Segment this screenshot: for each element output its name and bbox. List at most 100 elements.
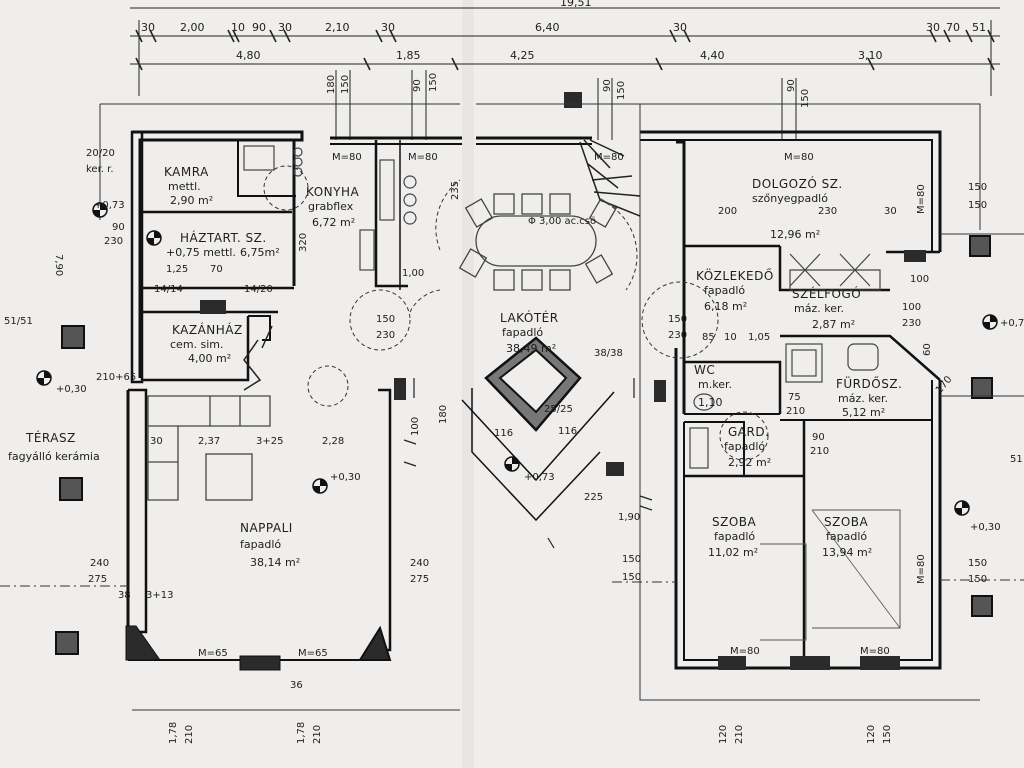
kozlekedo-name: KÖZLEKEDŐ <box>696 267 774 283</box>
kozlekedo-floor: fapadló <box>704 284 745 297</box>
walls <box>125 130 942 671</box>
dim-230-center: 230 <box>376 330 395 341</box>
dim-20-20: 20/20 <box>86 148 115 159</box>
dim-190: 1,90 <box>618 512 640 523</box>
nappali-name: NAPPALI <box>240 521 293 535</box>
terrace-outline <box>0 103 1024 711</box>
haztart-area: 6,75m² <box>240 246 280 259</box>
konyha-floor: grabflex <box>308 200 354 213</box>
dim-100-right: 100 <box>902 302 921 313</box>
bedroom-beds <box>760 509 901 641</box>
dim-36: 36 <box>290 680 303 691</box>
room-labels: KAMRA mettl. 2,90 m² KONYHA grabflex 6,7… <box>8 165 902 569</box>
szelfogo-name: SZÉLFOGÓ <box>792 286 861 301</box>
dim-230-right2: 230 <box>902 318 921 329</box>
szoba2-floor: fapadló <box>826 530 867 543</box>
dim-top-row2-2: 1,85 <box>396 49 421 62</box>
kamra-area: 2,90 m² <box>170 194 213 207</box>
dim-180a: 180 <box>326 75 337 94</box>
dim-30: 30 <box>150 436 163 447</box>
dim-120a: 120 <box>718 725 729 744</box>
level-6: +0,75 <box>1000 318 1024 329</box>
dim-top-12: 51 <box>972 21 986 34</box>
dim-70: 70 <box>210 264 223 275</box>
wc-floor: m.ker. <box>698 378 732 391</box>
dim-top-9: 30 <box>673 21 687 34</box>
dim-230-left: 230 <box>104 236 123 247</box>
kamra-name: KAMRA <box>164 165 209 179</box>
level-markers <box>36 202 998 516</box>
dining-furniture <box>458 193 618 291</box>
dim-top-2: 2,00 <box>180 21 205 34</box>
gard-name: GARD. <box>728 425 769 439</box>
dim-7-90: 7,90 <box>53 254 64 276</box>
gard-floor: fapadló <box>724 440 765 453</box>
dim-10: 10 <box>724 332 737 343</box>
wc-area: 1,10 <box>698 396 723 409</box>
dim-75: 75 <box>788 392 801 403</box>
dim-ker: ker. r. <box>86 164 114 175</box>
kamra-floor: mettl. <box>168 180 201 193</box>
dim-150e: 150 <box>800 89 811 108</box>
opening-dimension-labels: 180 150 90 150 90 150 90 150 <box>326 73 811 108</box>
dim-90-left: 90 <box>112 222 125 233</box>
window-label-3: M=80 <box>594 152 624 163</box>
terasz-name: TÉRASZ <box>25 430 76 445</box>
lakoter-area: 38,49 m² <box>506 342 556 355</box>
dim-3-25: 3+25 <box>256 436 283 447</box>
dim-210a: 210 <box>184 725 195 744</box>
dim-top-5: 30 <box>278 21 292 34</box>
pillars <box>55 235 993 655</box>
door-marks <box>403 378 653 549</box>
stair-label: Φ 3,00 ac.csö <box>528 216 596 227</box>
dolgozo-area: 12,96 m² <box>770 228 820 241</box>
window-label-4: M=80 <box>784 152 814 163</box>
szoba1-area: 11,02 m² <box>708 546 758 559</box>
dim-top-7: 30 <box>381 21 395 34</box>
dim-top-8: 6,40 <box>535 21 560 34</box>
door-swings <box>263 165 769 461</box>
staircase <box>243 139 641 391</box>
dim-235: 235 <box>450 181 461 200</box>
dim-90a: 90 <box>412 79 423 92</box>
dim-14-20: 14/20 <box>244 284 273 295</box>
dim-150-mid-a: 150 <box>622 554 641 565</box>
dolgozo-name: DOLGOZÓ SZ. <box>752 176 843 191</box>
szoba1-floor: fapadló <box>714 530 755 543</box>
dim-top-6: 2,10 <box>325 21 350 34</box>
dim-90c: 90 <box>786 79 797 92</box>
dim-top-4: 90 <box>252 21 266 34</box>
dim-210b: 210 <box>312 725 323 744</box>
szelfogo-floor: máz. ker. <box>794 302 844 315</box>
lakoter-floor: fapadló <box>502 326 543 339</box>
dim-228: 2,28 <box>322 436 344 447</box>
dim-25-25: 25/25 <box>544 404 573 415</box>
level-5: +0,30 <box>970 522 1001 533</box>
dim-30-dolgozo: 30 <box>884 206 897 217</box>
dim-150f: 150 <box>882 725 893 744</box>
dim-230-right: 230 <box>668 330 687 341</box>
dim-150a: 150 <box>340 75 351 94</box>
gard-area: 2,92 m² <box>728 456 771 469</box>
furdo-name: FÜRDŐSZ. <box>836 375 902 391</box>
furdo-floor: máz. ker. <box>838 392 888 405</box>
window-labels: M=80 M=80 M=80 M=80 M=65 M=65 M=80 M=80 … <box>198 152 927 659</box>
szelfogo-area: 2,87 m² <box>812 318 855 331</box>
window-label-9: M=80 <box>916 184 927 214</box>
dim-225: 225 <box>584 492 603 503</box>
dim-90b: 90 <box>602 79 613 92</box>
window-label-7: M=80 <box>730 646 760 657</box>
dim-top-row2-1: 4,80 <box>236 49 261 62</box>
dim-150-center: 150 <box>376 314 395 325</box>
dim-top-3: 10 <box>231 21 245 34</box>
dim-240-left: 240 <box>90 558 109 569</box>
level-3: +0,30 <box>330 472 361 483</box>
dim-150c: 150 <box>616 81 627 100</box>
wc-name: WC <box>694 363 715 377</box>
dim-14-14: 14/14 <box>154 284 183 295</box>
bathroom-fixtures <box>689 253 881 469</box>
dim-150-right-c: 150 <box>968 558 987 569</box>
dim-116a: 116 <box>494 428 513 439</box>
dim-200: 200 <box>718 206 737 217</box>
